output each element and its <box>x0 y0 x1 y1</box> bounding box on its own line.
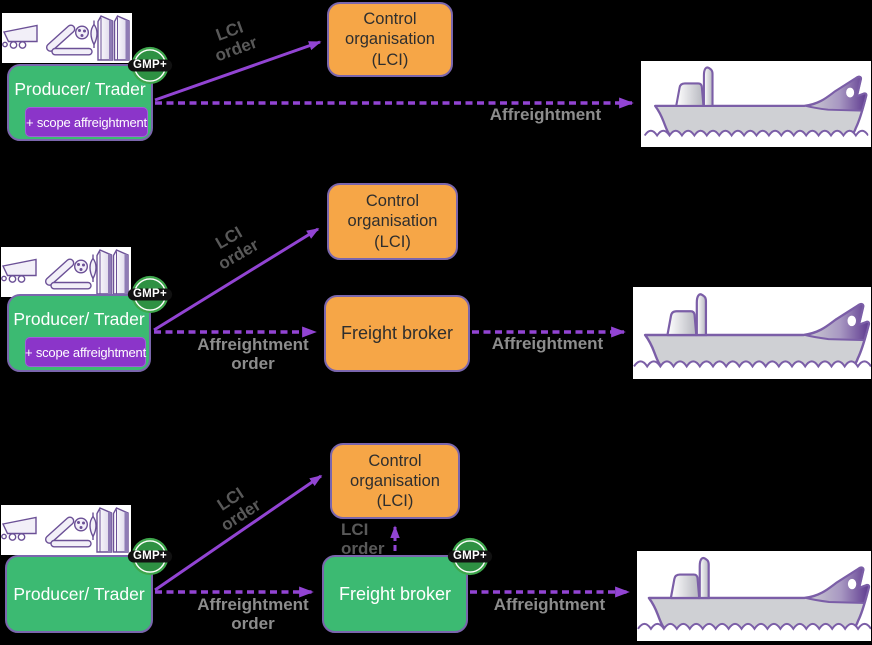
freight-broker-box: Freight broker <box>322 555 468 633</box>
gmp-badge: GMP+ <box>127 46 173 85</box>
control-organisation-box: Control organisation (LCI) <box>327 183 458 260</box>
gmp-badge-label: GMP+ <box>132 550 168 562</box>
producer-trader-box: Producer/ Trader <box>5 555 153 633</box>
freight-broker-box: Freight broker <box>324 295 470 372</box>
lci-order-arrow-label: LCI order <box>212 222 262 274</box>
affreightment-arrow-label: Affreightment <box>493 595 606 614</box>
control-organisation-label: Control organisation (LCI) <box>347 192 438 251</box>
scope-affreightment-tag: + scope affreightment <box>25 337 146 367</box>
broker-lci-order-arrow-label: LCI order <box>341 520 385 558</box>
factory-icon <box>1 505 131 555</box>
gmp-badge: GMP+ <box>127 275 173 314</box>
gmp-badge-label: GMP+ <box>132 288 168 300</box>
affreightment-arrow-label: Affreightment <box>491 334 604 353</box>
producer-trader-label: Producer/ Trader <box>13 583 145 604</box>
gmp-badge-label: GMP+ <box>452 550 488 562</box>
freight-broker-label: Freight broker <box>338 583 452 604</box>
gmp-badge: GMP+ <box>127 537 173 576</box>
ship-panel <box>633 287 871 379</box>
producer-trader-box: Producer/ Trader + scope affreightment <box>7 64 153 141</box>
control-organisation-box: Control organisation (LCI) <box>327 2 453 77</box>
gmp-badge: GMP+ <box>447 537 493 576</box>
producer-trader-label: Producer/ Trader <box>14 79 146 99</box>
producer-trader-label: Producer/ Trader <box>13 309 145 329</box>
control-organisation-box: Control organisation (LCI) <box>330 443 460 519</box>
scope-affreightment-tag: + scope affreightment <box>25 107 148 137</box>
lci-order-arrow-label: LCI order <box>213 483 265 535</box>
factory-icon <box>1 247 131 297</box>
producer-trader-box: Producer/ Trader + scope affreightment <box>7 294 151 372</box>
lci-order-arrow-label: LCI order <box>212 17 260 66</box>
affreightment-order-arrow-label: Affreightment order <box>197 335 309 373</box>
gmp-badge-label: GMP+ <box>132 59 168 71</box>
affreightment-arrow-label: Affreightment <box>489 105 602 124</box>
ship-panel <box>637 551 871 641</box>
factory-icon <box>2 13 132 63</box>
affreightment-order-arrow-label: Affreightment order <box>197 595 309 633</box>
ship-panel <box>641 61 871 147</box>
control-organisation-label: Control organisation (LCI) <box>345 10 435 69</box>
freight-broker-label: Freight broker <box>340 323 454 343</box>
control-organisation-label: Control organisation (LCI) <box>350 451 440 511</box>
